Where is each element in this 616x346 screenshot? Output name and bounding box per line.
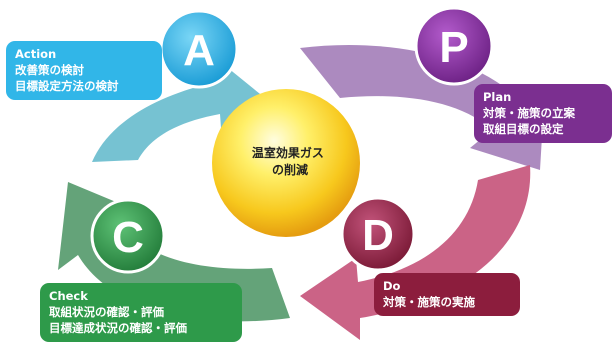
action-title: Action bbox=[15, 47, 57, 61]
do-circle: D bbox=[340, 196, 416, 272]
do-arrow bbox=[300, 165, 531, 340]
check-line: 目標達成状況の確認・評価 bbox=[49, 321, 187, 335]
svg-text:A: A bbox=[183, 26, 215, 75]
svg-text:P: P bbox=[439, 23, 468, 72]
action-line: 目標設定方法の検討 bbox=[15, 79, 119, 93]
svg-text:C: C bbox=[112, 213, 144, 262]
do-title: Do bbox=[383, 279, 401, 293]
action-circle: A bbox=[159, 9, 239, 89]
action-label-box: Action 改善策の検討 目標設定方法の検討 bbox=[6, 41, 162, 100]
do-line: 対策・施策の実施 bbox=[383, 295, 475, 309]
center-text: 温室効果ガス の削減 bbox=[252, 145, 328, 177]
do-label-box: Do 対策・施策の実施 bbox=[374, 273, 520, 316]
plan-line: 取組目標の設定 bbox=[483, 122, 564, 136]
check-title: Check bbox=[49, 289, 88, 303]
check-label-box: Check 取組状況の確認・評価 目標達成状況の確認・評価 bbox=[40, 283, 242, 342]
plan-title: Plan bbox=[483, 90, 512, 104]
check-circle: C bbox=[90, 198, 166, 274]
svg-text:D: D bbox=[362, 211, 394, 260]
center-sphere bbox=[212, 89, 360, 237]
plan-line: 対策・施策の立案 bbox=[483, 106, 575, 120]
plan-label-box: Plan 対策・施策の立案 取組目標の設定 bbox=[474, 84, 612, 143]
plan-circle: P bbox=[414, 6, 494, 86]
check-line: 取組状況の確認・評価 bbox=[49, 305, 164, 319]
action-line: 改善策の検討 bbox=[15, 63, 84, 77]
